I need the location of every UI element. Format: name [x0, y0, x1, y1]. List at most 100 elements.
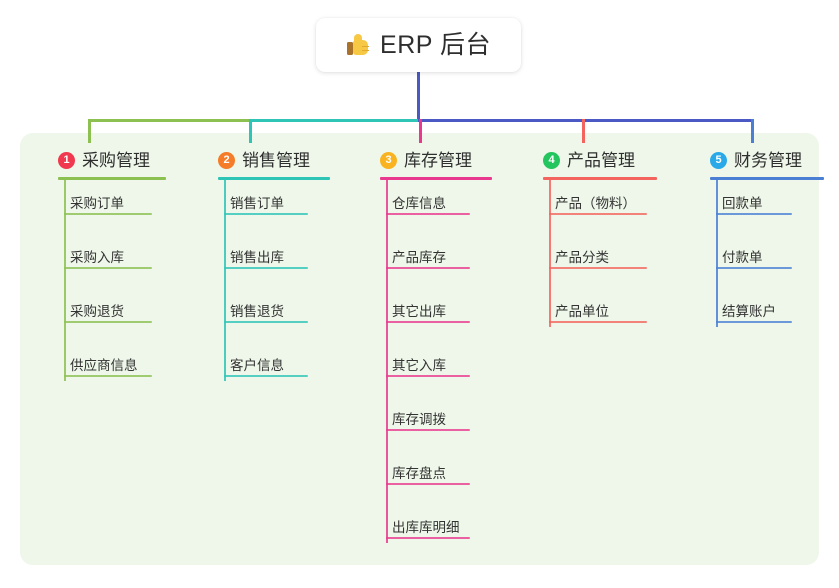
branch-item[interactable]: 销售退货 — [200, 287, 314, 323]
branch-item[interactable]: 产品（物料） — [525, 179, 653, 215]
branch-header-underline — [380, 177, 492, 180]
branch-item-underline — [549, 321, 647, 323]
branch-number-badge: 5 — [710, 151, 727, 169]
branch-item-underline — [386, 375, 470, 377]
branch-drop-2 — [249, 119, 252, 143]
branch-item-label: 仓库信息 — [392, 195, 446, 211]
branch-title: 库存管理 — [404, 150, 472, 170]
branch-item[interactable]: 库存盘点 — [362, 449, 476, 485]
branch-item[interactable]: 仓库信息 — [362, 179, 476, 215]
branch-column-1: 1 采购管理采购订单采购入库采购退货供应商信息 — [40, 143, 166, 381]
branch-item[interactable]: 出库库明细 — [362, 503, 476, 539]
branch-item-underline — [386, 537, 470, 539]
branch-item-label: 供应商信息 — [70, 357, 138, 373]
branch-item-label: 销售出库 — [230, 249, 284, 265]
branch-item[interactable]: 付款单 — [692, 233, 798, 269]
branch-column-2: 2 销售管理销售订单销售出库销售退货客户信息 — [200, 143, 330, 381]
branch-item-label: 产品（物料） — [555, 195, 636, 211]
branches-panel — [20, 133, 819, 565]
branch-item-label: 付款单 — [722, 249, 763, 265]
branch-item[interactable]: 其它出库 — [362, 287, 476, 323]
bus-segment-3 — [418, 119, 754, 122]
branch-item-label: 其它入库 — [392, 357, 446, 373]
branch-item-label: 采购退货 — [70, 303, 124, 319]
branch-item-label: 回款单 — [722, 195, 763, 211]
branch-item-underline — [549, 213, 647, 215]
branch-item[interactable]: 产品分类 — [525, 233, 653, 269]
branch-drop-1 — [88, 119, 91, 143]
branch-spine — [64, 179, 66, 381]
branch-item-label: 产品库存 — [392, 249, 446, 265]
branch-drop-3 — [419, 119, 422, 143]
branch-item-underline — [64, 213, 152, 215]
branch-item-label: 库存盘点 — [392, 465, 446, 481]
branch-item[interactable]: 产品单位 — [525, 287, 653, 323]
branch-item[interactable]: 销售订单 — [200, 179, 314, 215]
branch-title: 产品管理 — [567, 150, 635, 170]
branch-header-4[interactable]: 4 产品管理 — [525, 143, 635, 177]
branch-item-label: 客户信息 — [230, 357, 284, 373]
branch-header-1[interactable]: 1 采购管理 — [40, 143, 150, 177]
branch-item-underline — [386, 483, 470, 485]
root-node-title: ERP 后台 — [380, 30, 491, 59]
branch-item-underline — [224, 213, 308, 215]
branch-header-underline — [58, 177, 166, 180]
branch-item-underline — [716, 321, 792, 323]
bus-segment-2 — [249, 119, 419, 122]
branch-item[interactable]: 采购订单 — [40, 179, 158, 215]
branch-item-underline — [386, 429, 470, 431]
branch-spine — [549, 179, 551, 327]
branch-number-badge: 4 — [543, 151, 560, 169]
branch-title: 财务管理 — [734, 150, 802, 170]
branch-item-label: 销售订单 — [230, 195, 284, 211]
branch-item-underline — [224, 321, 308, 323]
branch-item[interactable]: 其它入库 — [362, 341, 476, 377]
branch-item-label: 产品分类 — [555, 249, 609, 265]
branch-item[interactable]: 供应商信息 — [40, 341, 158, 377]
branch-header-5[interactable]: 5 财务管理 — [692, 143, 802, 177]
root-node[interactable]: ERP 后台 — [316, 18, 521, 72]
branch-item-label: 其它出库 — [392, 303, 446, 319]
branch-item-underline — [549, 267, 647, 269]
branch-item-label: 产品单位 — [555, 303, 609, 319]
branch-item-label: 库存调拨 — [392, 411, 446, 427]
branch-item[interactable]: 库存调拨 — [362, 395, 476, 431]
branch-item[interactable]: 销售出库 — [200, 233, 314, 269]
branch-item-label: 采购订单 — [70, 195, 124, 211]
branch-spine — [224, 179, 226, 381]
branch-item[interactable]: 采购退货 — [40, 287, 158, 323]
branch-number-badge: 2 — [218, 151, 235, 169]
branch-spine — [716, 179, 718, 327]
branch-item-underline — [386, 267, 470, 269]
root-stem — [417, 72, 420, 122]
branch-column-3: 3 库存管理仓库信息产品库存其它出库其它入库库存调拨库存盘点出库库明细 — [362, 143, 492, 543]
branch-drop-5 — [751, 119, 754, 143]
branch-item-label: 出库库明细 — [392, 519, 460, 535]
branch-item[interactable]: 客户信息 — [200, 341, 314, 377]
branch-title: 采购管理 — [82, 150, 150, 170]
branch-column-5: 5 财务管理回款单付款单结算账户 — [692, 143, 824, 327]
branch-item-label: 采购入库 — [70, 249, 124, 265]
branch-item-label: 结算账户 — [722, 303, 776, 319]
branch-drop-4 — [582, 119, 585, 143]
branch-item-underline — [716, 267, 792, 269]
branch-number-badge: 3 — [380, 151, 397, 169]
branch-item[interactable]: 结算账户 — [692, 287, 798, 323]
bus-segment-1 — [88, 119, 249, 122]
branch-item-underline — [224, 375, 308, 377]
branch-header-3[interactable]: 3 库存管理 — [362, 143, 472, 177]
branch-item-label: 销售退货 — [230, 303, 284, 319]
branch-item-underline — [224, 267, 308, 269]
branch-item-underline — [64, 321, 152, 323]
branch-item[interactable]: 产品库存 — [362, 233, 476, 269]
branch-item-underline — [386, 213, 470, 215]
branch-item[interactable]: 采购入库 — [40, 233, 158, 269]
branch-header-underline — [218, 177, 330, 180]
branch-item[interactable]: 回款单 — [692, 179, 798, 215]
branch-title: 销售管理 — [242, 150, 310, 170]
branch-header-2[interactable]: 2 销售管理 — [200, 143, 310, 177]
branch-item-underline — [64, 267, 152, 269]
branch-header-underline — [710, 177, 824, 180]
branch-number-badge: 1 — [58, 151, 75, 169]
